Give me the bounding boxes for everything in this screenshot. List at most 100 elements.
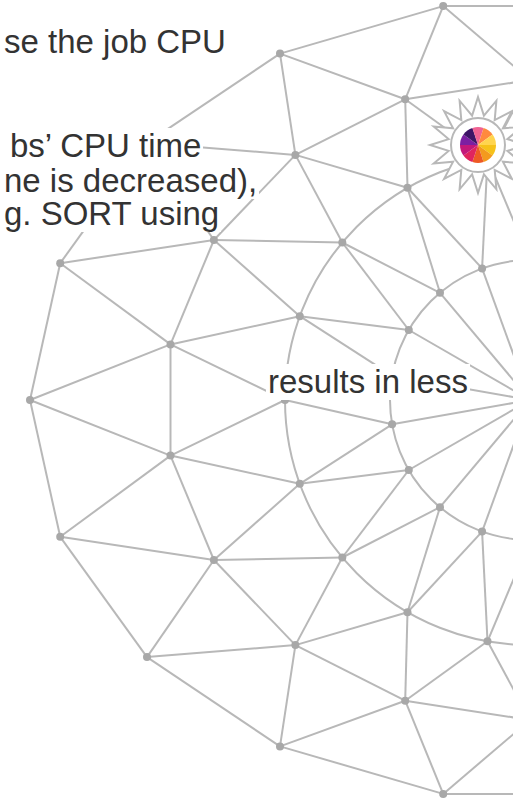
network-line — [214, 240, 300, 316]
network-line — [443, 5, 513, 7]
network-line — [171, 400, 286, 456]
network-line — [443, 793, 513, 795]
network-dot — [439, 2, 447, 10]
network-dot — [405, 466, 413, 474]
network-line — [295, 99, 405, 155]
network-line — [405, 701, 443, 794]
network-line — [214, 558, 342, 561]
network-dot — [26, 396, 34, 404]
network-dot — [291, 151, 299, 159]
network-line — [405, 99, 407, 188]
network-line — [147, 560, 214, 657]
network-line — [443, 6, 513, 80]
network-line — [280, 746, 443, 794]
network-dot — [478, 264, 486, 272]
network-dot — [56, 533, 64, 541]
network-line — [280, 6, 443, 54]
network-line — [405, 612, 407, 701]
network-dot — [296, 312, 304, 320]
network-line — [30, 400, 171, 456]
network-line — [443, 720, 513, 794]
network-line — [408, 188, 441, 293]
network-dot — [439, 790, 447, 798]
network-line — [409, 400, 513, 470]
pinwheel-segment — [478, 134, 496, 145]
network-dot — [401, 697, 409, 705]
network-line — [408, 507, 441, 612]
network-dot — [143, 653, 151, 661]
slide-text: g. SORT using — [2, 196, 221, 232]
network-line — [488, 540, 513, 641]
network-dot — [404, 608, 412, 616]
star-outline — [430, 97, 513, 193]
network-line — [30, 344, 171, 400]
network-line — [60, 537, 214, 560]
network-dot — [388, 420, 396, 428]
network-line — [405, 80, 513, 99]
network-line — [482, 532, 487, 642]
network-dot — [401, 95, 409, 103]
network-dot — [338, 239, 346, 247]
pinwheel-segment — [460, 145, 478, 156]
slide-text: se the job CPU — [2, 24, 228, 60]
network-line — [440, 400, 513, 507]
network-line — [295, 612, 407, 645]
network-dot — [276, 50, 284, 58]
network-dot — [167, 340, 175, 348]
network-line — [171, 456, 300, 484]
network-line — [295, 155, 407, 188]
network-line — [60, 240, 214, 263]
slide-text: ne is decreased), — [2, 163, 259, 199]
network-line — [342, 243, 440, 293]
network-line — [342, 470, 409, 558]
network-line — [30, 263, 60, 400]
network-line — [295, 645, 405, 701]
network-dot — [276, 742, 284, 750]
network-dot — [56, 259, 64, 267]
network-line — [171, 316, 300, 344]
network-line — [280, 54, 295, 155]
network-line — [171, 456, 214, 560]
network-line — [147, 657, 280, 746]
network-dot — [291, 641, 299, 649]
slide-text: bs’ CPU time — [8, 128, 203, 164]
network-line — [488, 641, 513, 720]
network-dot — [167, 452, 175, 460]
network-line — [214, 240, 342, 243]
network-line — [60, 456, 170, 537]
star-ring — [451, 118, 505, 172]
slide-text: results in less — [266, 364, 470, 400]
network-dot — [338, 554, 346, 562]
network-line — [300, 316, 409, 330]
network-line — [408, 188, 483, 269]
network-line — [60, 263, 170, 344]
network-dot — [405, 326, 413, 334]
network-line — [408, 532, 483, 613]
network-dot — [484, 637, 492, 645]
network-line — [170, 344, 172, 455]
network-line — [342, 507, 440, 557]
network-line — [295, 155, 342, 243]
network-line — [214, 484, 300, 560]
network-dot — [210, 556, 218, 564]
network-dot — [404, 184, 412, 192]
network-line — [280, 701, 405, 747]
network-line — [482, 400, 513, 532]
network-line — [30, 400, 60, 537]
network-line — [280, 54, 405, 100]
network-line — [214, 560, 296, 645]
network-line — [405, 6, 443, 99]
network-line — [147, 645, 295, 657]
network-line — [295, 558, 342, 646]
network-dot — [436, 289, 444, 297]
network-line — [285, 400, 392, 424]
network-dot — [436, 503, 444, 511]
network-dot — [210, 236, 218, 244]
network-line — [405, 641, 487, 700]
network-line — [300, 470, 409, 484]
network-dot — [478, 528, 486, 536]
network-line — [405, 701, 513, 720]
network-dot — [296, 480, 304, 488]
network-line — [280, 645, 295, 746]
